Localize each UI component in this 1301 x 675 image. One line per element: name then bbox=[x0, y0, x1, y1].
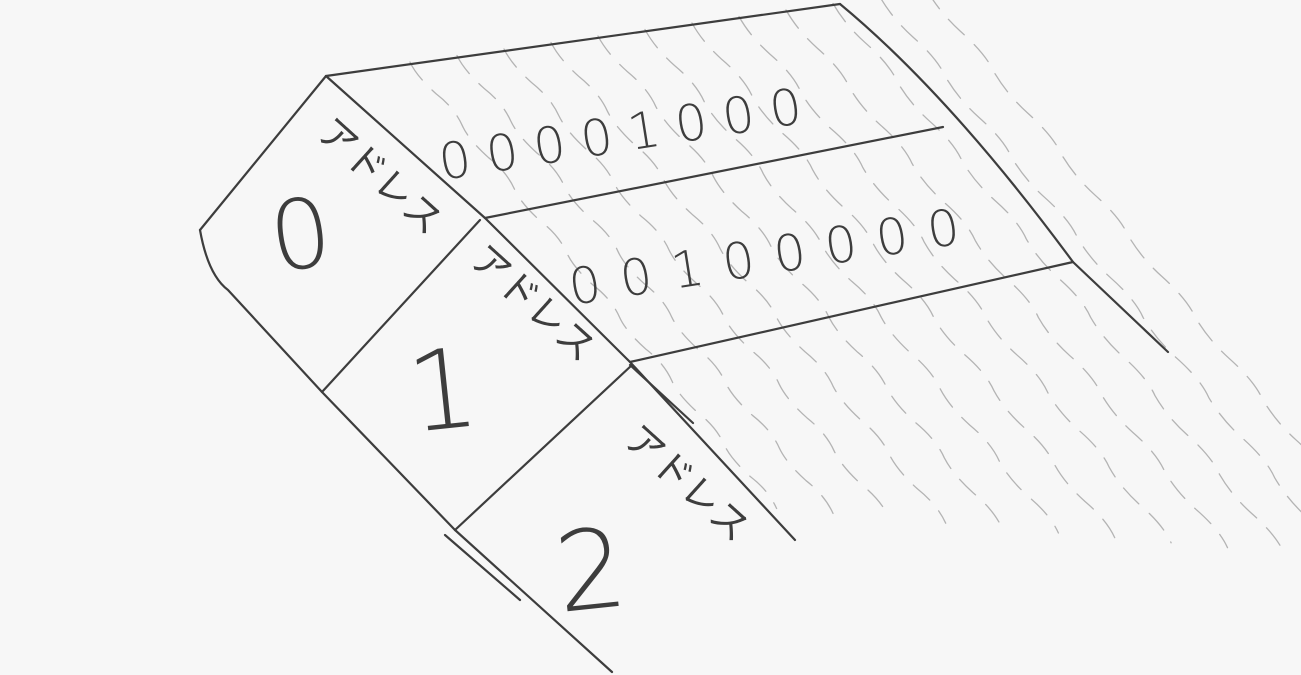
hatch-stroke bbox=[550, 41, 947, 524]
hatch-stroke bbox=[738, 15, 1172, 544]
bit-values: 00100000 bbox=[565, 195, 983, 317]
block-outline bbox=[198, 2, 1170, 674]
hatch-stroke bbox=[932, 0, 1301, 446]
address-cell-0: アドレス 0 bbox=[263, 109, 452, 295]
hatch-stroke bbox=[409, 61, 778, 510]
address-number: 1 bbox=[401, 323, 484, 458]
surface-hatching bbox=[409, 0, 1301, 554]
address-label: アドレス bbox=[309, 109, 451, 243]
hatch-stroke bbox=[644, 28, 1060, 534]
hatch-stroke bbox=[881, 0, 1301, 513]
hatch-stroke bbox=[503, 48, 890, 519]
hatch-stroke bbox=[456, 54, 834, 515]
hatch-stroke bbox=[691, 22, 1116, 539]
address-number: 0 bbox=[263, 175, 339, 294]
address-number: 2 bbox=[549, 503, 632, 638]
hatch-stroke bbox=[832, 2, 1285, 554]
address-label: アドレス bbox=[616, 416, 758, 550]
bit-row-1: 00100000 bbox=[565, 195, 983, 317]
hatch-stroke bbox=[785, 9, 1229, 549]
